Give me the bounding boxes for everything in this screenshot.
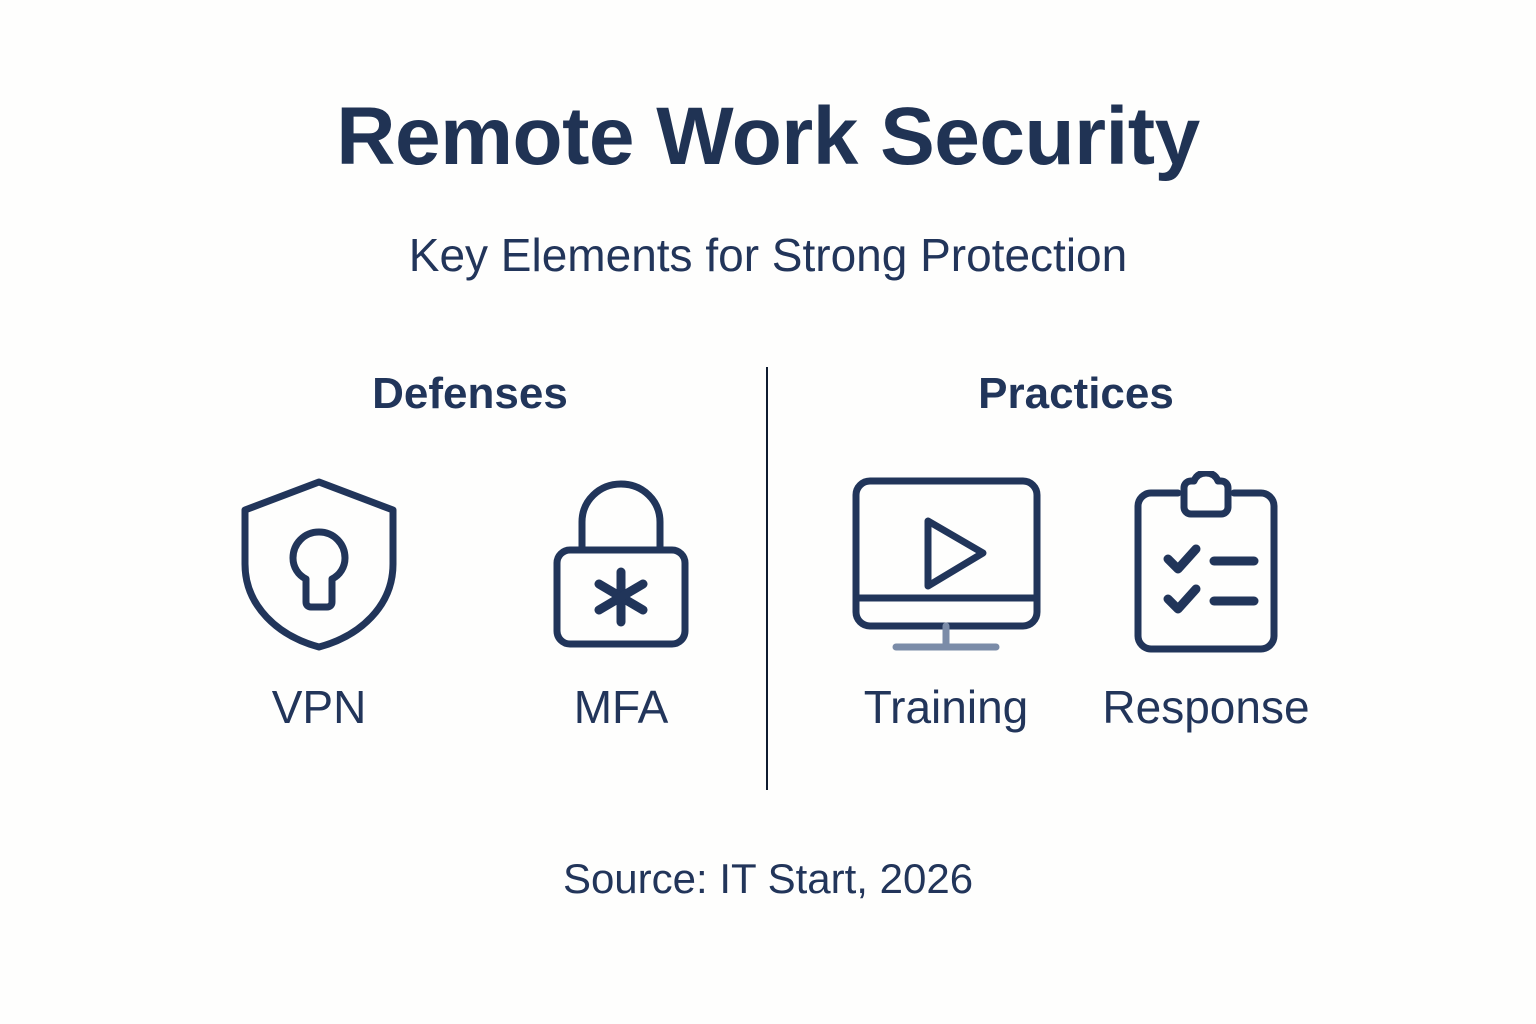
padlock-asterisk-icon [541, 474, 701, 654]
item-training[interactable]: Training [836, 474, 1056, 730]
item-label-mfa: MFA [573, 681, 669, 733]
shield-keyhole-icon [234, 474, 404, 654]
column-heading-practices: Practices [978, 369, 1174, 418]
item-label-vpn: VPN [271, 681, 367, 733]
page-title: Remote Work Security [336, 91, 1200, 182]
column-practices: Practices Train [776, 358, 1376, 798]
item-label-response: Response [1102, 681, 1310, 733]
item-vpn[interactable]: VPN [209, 474, 429, 730]
item-label-training: Training [863, 681, 1029, 733]
column-defenses: Defenses VPN [180, 358, 760, 798]
columns-container: Defenses VPN [0, 358, 1536, 798]
item-mfa[interactable]: MFA [511, 474, 731, 730]
monitor-play-icon [849, 474, 1044, 654]
defenses-items: VPN MFA [180, 474, 760, 730]
clipboard-checklist-icon [1126, 471, 1286, 654]
source-caption: Source: IT Start, 2026 [562, 855, 974, 902]
column-heading-defenses: Defenses [372, 369, 568, 418]
column-divider [766, 367, 768, 790]
page-subtitle: Key Elements for Strong Protection [408, 229, 1128, 281]
practices-items: Training [776, 471, 1376, 733]
item-response[interactable]: Response [1096, 471, 1316, 733]
